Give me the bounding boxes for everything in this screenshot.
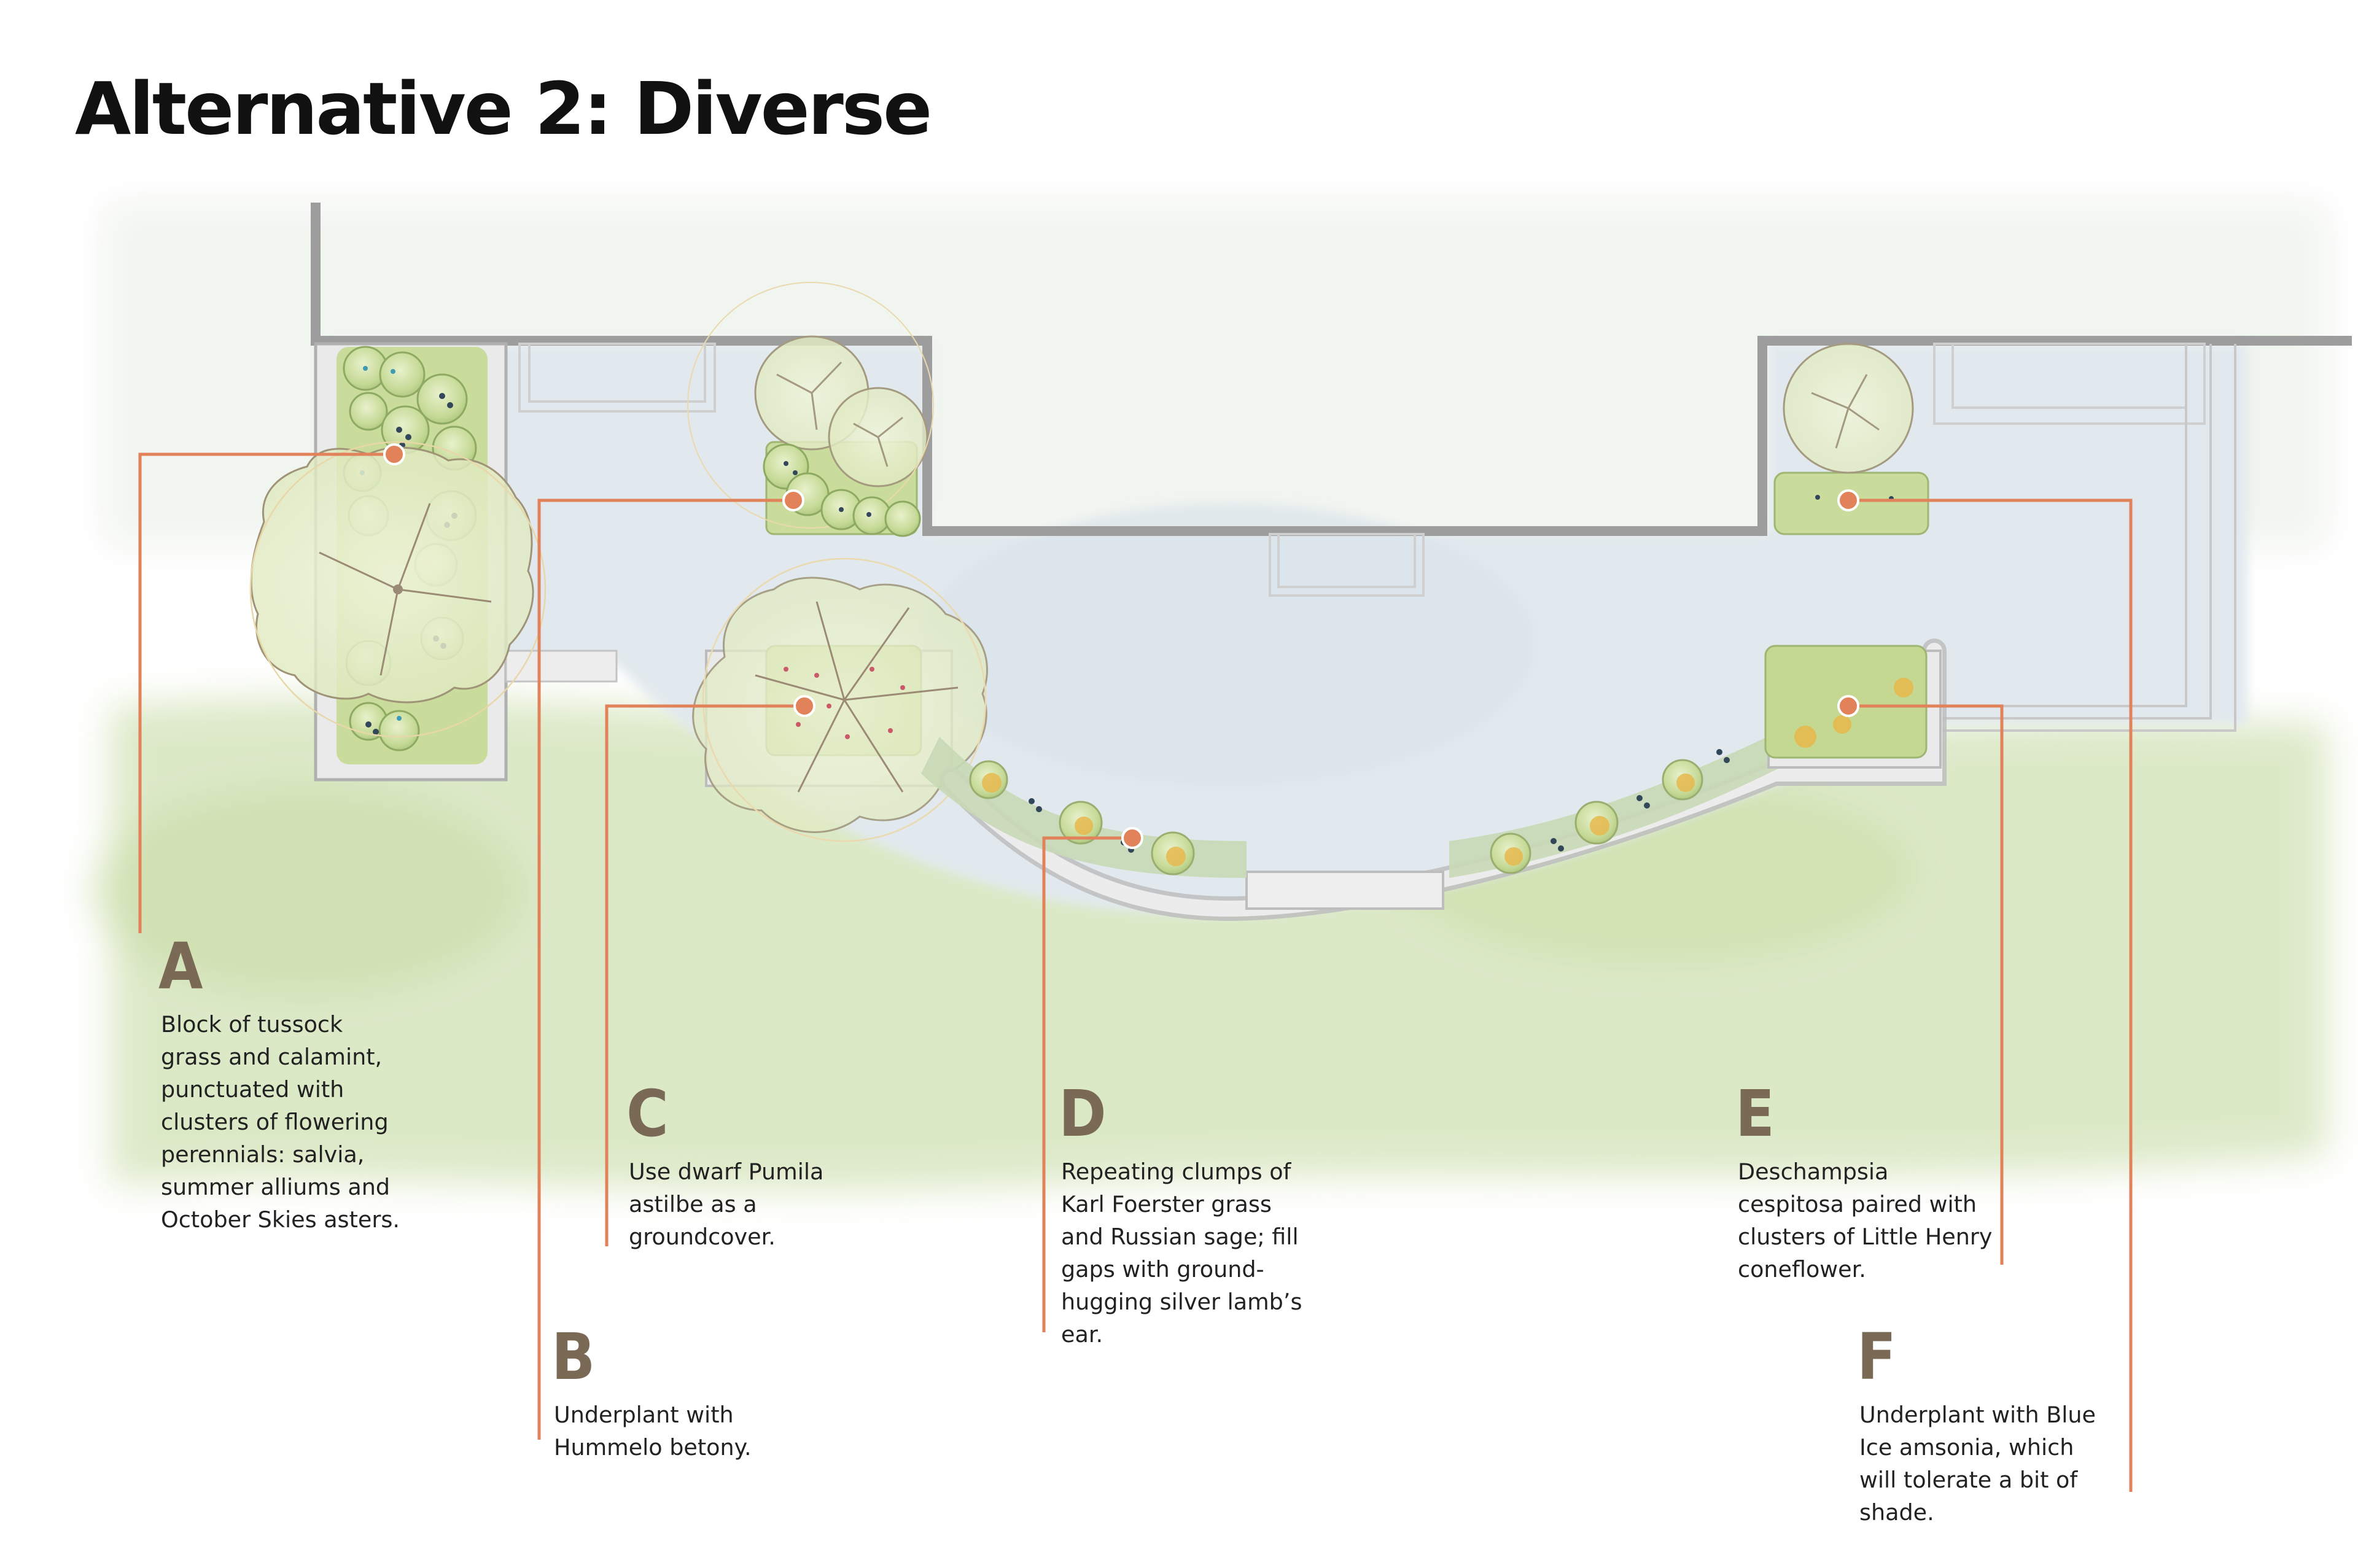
- callout-c-line: astilbe as a: [629, 1191, 757, 1217]
- callout-letter-d: D: [1059, 1076, 1107, 1151]
- leader-line-a: [138, 452, 394, 933]
- sage-clumps-d: [982, 773, 1695, 866]
- leader-line-e: [1848, 704, 2004, 1265]
- page-title: Alternative 2: Diverse: [75, 66, 932, 151]
- flower-dots-b: [784, 461, 871, 517]
- callout-c: C Use dwarf Pumila astilbe as a groundco…: [626, 1076, 823, 1253]
- callout-letter-c: C: [626, 1076, 669, 1151]
- callout-f-line: will tolerate a bit of: [1859, 1467, 2078, 1493]
- leader-line-f: [1848, 499, 2133, 1492]
- leader-dot-f: [1837, 489, 1859, 511]
- callout-a-line: perennials: salvia,: [161, 1141, 365, 1168]
- callout-f-line: shade.: [1859, 1499, 1934, 1526]
- window-outlines: [518, 343, 2206, 597]
- shrub-cluster-b: [763, 443, 921, 537]
- callout-b-line: Underplant with: [554, 1402, 734, 1428]
- leader-dot-a: [383, 443, 405, 465]
- callout-text-f: Underplant with Blue Ice amsonia, which …: [1859, 1399, 2096, 1529]
- leader-dot-e: [1837, 695, 1859, 717]
- callout-letter-a: A: [158, 929, 203, 1004]
- callout-text-d: Repeating clumps of Karl Foerster grass …: [1061, 1155, 1302, 1351]
- callout-text-c: Use dwarf Pumila astilbe as a groundcove…: [629, 1155, 823, 1253]
- callout-d-line: and Russian sage; fill: [1061, 1224, 1299, 1250]
- callout-a-line: punctuated with: [161, 1076, 344, 1103]
- callout-d: D Repeating clumps of Karl Foerster gras…: [1059, 1076, 1302, 1351]
- callout-f-line: Underplant with Blue: [1859, 1402, 2096, 1428]
- leader-lines: [138, 452, 2133, 1492]
- leader-dots: [383, 443, 1859, 849]
- callout-text-e: Deschampsia cespitosa paired with cluste…: [1738, 1155, 1992, 1286]
- callout-d-line: Karl Foerster grass: [1061, 1191, 1272, 1217]
- callout-d-line: hugging silver lamb’s: [1061, 1289, 1302, 1315]
- leader-dot-d: [1121, 827, 1143, 849]
- callout-letter-e: E: [1735, 1076, 1775, 1151]
- callout-e-line: coneflower.: [1738, 1256, 1866, 1283]
- leader-line-c: [605, 704, 804, 1246]
- leader-dot-b: [782, 489, 804, 511]
- callout-b-line: Hummelo betony.: [554, 1434, 752, 1461]
- tree-canopy-c: [692, 557, 988, 842]
- callout-b: B Underplant with Hummelo betony.: [551, 1319, 752, 1464]
- house-wall: [311, 203, 2352, 536]
- callout-a-line: summer alliums and: [161, 1174, 391, 1200]
- callout-a-line: October Skies asters.: [161, 1206, 400, 1233]
- callout-e-line: cespitosa paired with: [1738, 1191, 1977, 1217]
- callout-letter-b: B: [551, 1319, 596, 1394]
- callout-d-line: gaps with ground-: [1061, 1256, 1264, 1283]
- callout-e-line: Deschampsia: [1738, 1159, 1889, 1185]
- leader-dot-c: [793, 695, 815, 717]
- tree-canopy-f: [1783, 343, 1914, 474]
- lawn: [92, 697, 2327, 1190]
- callout-a-line: clusters of flowering: [161, 1109, 389, 1135]
- callout-a: A Block of tussock grass and calamint, p…: [158, 929, 400, 1236]
- callout-text-b: Underplant with Hummelo betony.: [554, 1399, 752, 1464]
- leader-line-b: [537, 499, 793, 1440]
- patio-steps: [1928, 344, 2236, 732]
- callout-c-line: Use dwarf Pumila: [629, 1159, 824, 1185]
- callout-a-line: grass and calamint,: [161, 1044, 383, 1070]
- callout-e-line: clusters of Little Henry: [1738, 1224, 1993, 1250]
- callout-e: E Deschampsia cespitosa paired with clus…: [1735, 1076, 1992, 1286]
- coneflower-e: [1794, 678, 1913, 748]
- callout-text-a: Block of tussock grass and calamint, pun…: [161, 1008, 400, 1236]
- callout-f: F Underplant with Blue Ice amsonia, whic…: [1857, 1319, 2096, 1529]
- callout-c-line: groundcover.: [629, 1224, 776, 1250]
- callout-d-line: ear.: [1061, 1321, 1103, 1348]
- callout-d-line: Repeating clumps of: [1061, 1159, 1291, 1185]
- tree-canopy-b: [687, 282, 934, 529]
- callout-f-line: Ice amsonia, which: [1859, 1434, 2074, 1461]
- callout-a-line: Block of tussock: [161, 1011, 343, 1038]
- callout-letter-f: F: [1857, 1319, 1896, 1394]
- flower-dots-c: [784, 667, 905, 739]
- leader-line-d: [1042, 836, 1132, 1332]
